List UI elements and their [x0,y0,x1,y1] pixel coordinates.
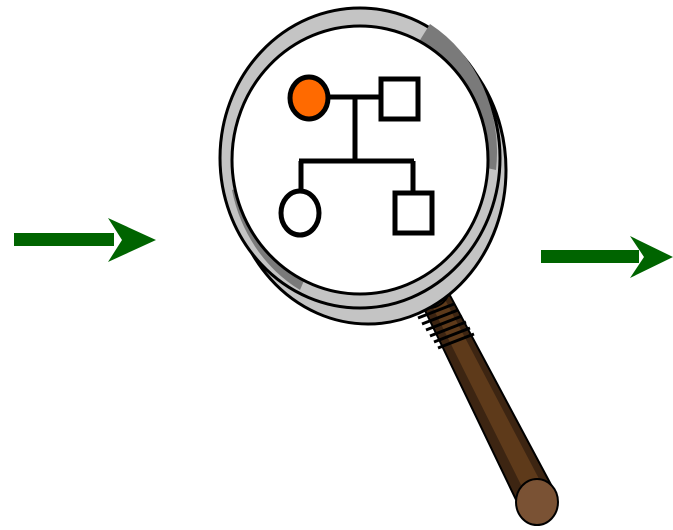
affected-female-symbol [287,74,331,122]
right-arrow-icon [541,236,673,278]
left-arrow-icon [14,218,156,262]
magnifying-glass-icon [218,6,559,526]
pedigree-chart [278,74,435,238]
unaffected-male-symbol [378,76,421,122]
unaffected-female-symbol [278,188,322,238]
unaffected-male-symbol [392,190,435,236]
magnifier-handle [416,282,559,526]
